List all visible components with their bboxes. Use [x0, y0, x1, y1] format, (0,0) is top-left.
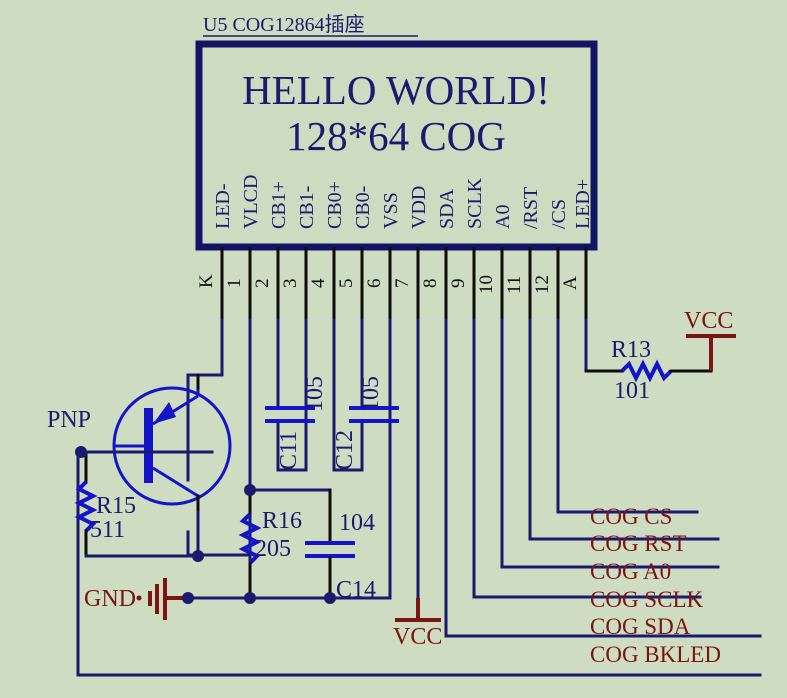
transistor-designator: PNP [47, 407, 91, 433]
pin-number-group: K 1 2 3 4 5 6 7 8 9 10 11 12 A [196, 274, 581, 294]
transistor-emitter-arrow [153, 402, 176, 424]
pin-label-4: CB0+ [324, 181, 346, 229]
pin-label-8: SDA [436, 188, 458, 229]
c12-value: 105 [358, 376, 384, 412]
net-label-group: COG CS COG RST COG A0 COG SCLK COG SDA C… [590, 504, 721, 667]
pin-label-0: LED- [212, 183, 234, 229]
pin-label-group: LED- VLCD CB1+ CB1- CB0+ CB0- VSS VDD SD… [212, 175, 594, 229]
r13-body [620, 359, 673, 383]
r16-body [238, 512, 262, 565]
pin-label-7: VDD [408, 186, 430, 229]
junction-collector-gnd [192, 550, 204, 562]
junction-vlcd-r16 [244, 484, 256, 496]
pin-label-10: A0 [492, 205, 514, 229]
pin-label-11: /RST [520, 187, 542, 229]
transistor-base-bar [144, 408, 153, 483]
pin-number-0: K [196, 274, 217, 288]
junction-pnp-base [75, 446, 87, 458]
junction-r16-gnd [244, 592, 256, 604]
pin-label-13: LED+ [572, 179, 594, 229]
net-label-cog-a0: COG A0 [590, 559, 671, 584]
net-label-cog-sda: COG SDA [590, 614, 691, 639]
pin-label-1: VLCD [240, 175, 262, 229]
wire-sda-to-net [444, 318, 762, 638]
pin-number-13: A [560, 276, 581, 290]
capacitor-c11 [265, 406, 315, 423]
gnd-dot [136, 595, 142, 601]
net-label-cog-rst: COG RST [590, 531, 687, 556]
r16-value: 205 [255, 536, 291, 562]
pin-number-5: 5 [336, 279, 357, 289]
wire-led-minus-to-pnp-collector [186, 318, 224, 454]
pnp-transistor [112, 386, 232, 514]
lcd-display-line-1: HELLO WORLD! [242, 67, 550, 113]
c11-value: 105 [302, 376, 328, 412]
vcc-top-label: VCC [684, 308, 733, 334]
pin-lead-group [220, 247, 588, 320]
r15-wires [84, 450, 200, 558]
pin-number-1: 1 [224, 279, 245, 289]
r15-body [74, 480, 98, 533]
junction-gnd-rail [182, 592, 194, 604]
r13-designator: R13 [611, 337, 651, 363]
transistor-collector-lead [152, 466, 199, 498]
wire-c12-bottom-to-cb0p [332, 422, 364, 472]
gnd-label: GND [84, 586, 136, 612]
resistor-r15 [74, 450, 98, 558]
pin-number-12: 12 [532, 275, 553, 294]
lcd-display-line-2: 128*64 COG [286, 113, 506, 159]
wire-c11-bottom-to-cb1n [276, 422, 308, 472]
power-symbol-vcc-top [686, 334, 736, 371]
pin-label-6: VSS [380, 192, 402, 229]
pin-number-11: 11 [504, 276, 525, 294]
c14-designator: C14 [336, 577, 376, 603]
net-wire-group [76, 318, 762, 677]
pin-label-9: SCLK [464, 177, 486, 229]
wire-sclk-to-net [472, 318, 702, 599]
pin-label-2: CB1+ [268, 181, 290, 229]
vcc-bottom-label: VCC [393, 624, 442, 650]
net-label-cog-bkled: COG BKLED [590, 642, 721, 667]
pin-number-6: 6 [364, 279, 385, 289]
r15-value: 511 [90, 517, 125, 543]
pin-number-10: 10 [476, 275, 497, 294]
pin-number-8: 8 [420, 279, 441, 289]
c11-designator: C11 [276, 431, 302, 470]
lcd-module-body [195, 40, 598, 251]
pin-label-3: CB1- [296, 186, 318, 229]
net-label-cog-sclk: COG SCLK [590, 587, 703, 612]
wire-rst-to-net [528, 318, 720, 541]
pin-number-4: 4 [308, 278, 329, 288]
c14-value: 104 [339, 510, 375, 536]
wire-cs-to-net [556, 318, 699, 514]
resistor-r13 [584, 359, 713, 383]
capacitor-c12 [349, 406, 399, 423]
wire-a0-to-net [500, 318, 720, 569]
component-designator-u5: U5 COG12864插座 [203, 13, 365, 36]
wire-bkled-return [76, 450, 762, 677]
junction-dot-group [75, 446, 336, 604]
pin-label-12: /CS [548, 199, 570, 229]
pin-number-9: 9 [448, 279, 469, 289]
r16-designator: R16 [262, 508, 302, 534]
c12-designator: C12 [332, 430, 358, 470]
pin-number-2: 2 [252, 279, 273, 289]
pin-label-5: CB0- [352, 186, 374, 229]
pin-number-7: 7 [392, 279, 413, 289]
r15-designator: R15 [96, 493, 136, 519]
pin-number-3: 3 [280, 279, 301, 289]
net-label-cog-cs: COG CS [590, 504, 672, 529]
r13-value: 101 [614, 378, 650, 404]
junction-c14-gnd [324, 592, 336, 604]
power-symbol-vcc-bottom [395, 598, 441, 622]
capacitor-c14 [305, 488, 355, 600]
